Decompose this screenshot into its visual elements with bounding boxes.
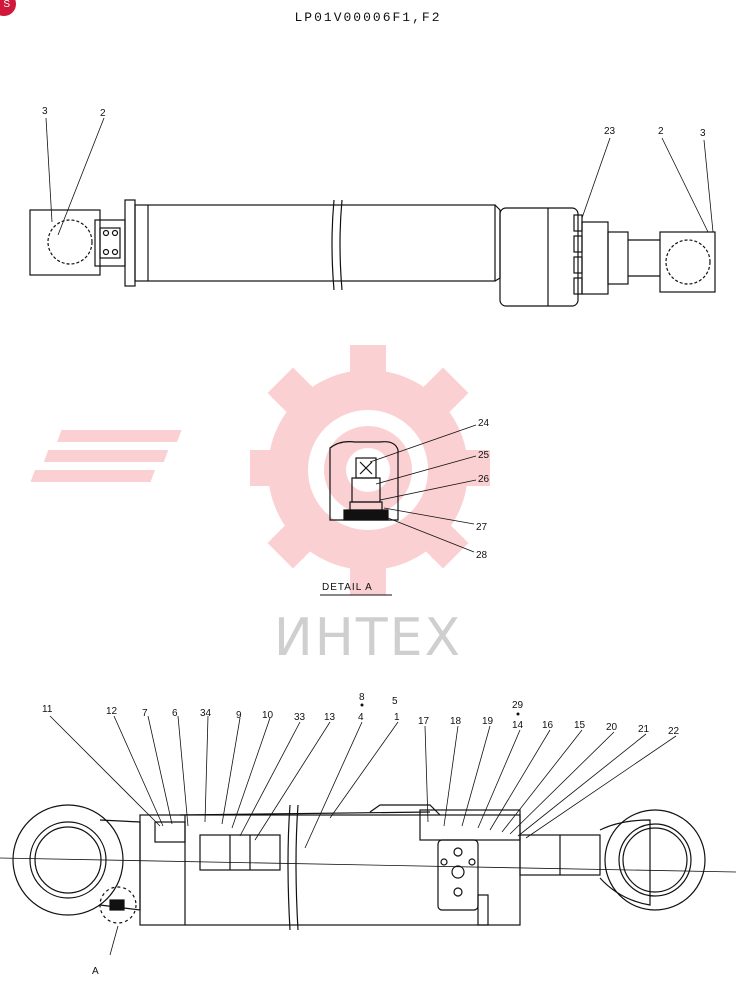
callout-label: 7 bbox=[142, 708, 148, 719]
callout-label: 26 bbox=[478, 474, 490, 485]
callout-label: 4 bbox=[358, 712, 364, 723]
section-view-leaders bbox=[49, 715, 677, 956]
callout-label: 28 bbox=[476, 550, 488, 561]
watermark-gear-logo bbox=[30, 345, 490, 595]
callout-label: 34 bbox=[200, 708, 212, 719]
top-view-leaders bbox=[45, 117, 714, 236]
callout-label: 20 bbox=[606, 722, 618, 733]
callout-label: 19 bbox=[482, 716, 494, 727]
view-marker-a: A bbox=[92, 966, 99, 977]
callout-label: 3 bbox=[700, 128, 706, 139]
callout-label: 11 bbox=[42, 704, 53, 715]
callout-label: 17 bbox=[418, 716, 430, 727]
watermark-text: ИНТЕХ bbox=[274, 608, 462, 668]
callout-label: 29 bbox=[512, 700, 524, 711]
callout-label: 10 bbox=[262, 710, 274, 721]
section-view-cylinder bbox=[0, 804, 736, 931]
callout-label: 2 bbox=[658, 126, 664, 137]
detail-a-drawing bbox=[329, 441, 399, 521]
callout-label: 1 bbox=[394, 712, 400, 723]
top-view-cylinder bbox=[29, 199, 716, 307]
callout-label: 25 bbox=[478, 450, 490, 461]
callout-label: 14 bbox=[512, 720, 524, 731]
detail-a-leaders bbox=[369, 424, 477, 553]
callout-label: 21 bbox=[638, 724, 650, 735]
callout-label: 8 bbox=[359, 692, 365, 703]
callout-label: 3 bbox=[42, 106, 48, 117]
callout-label: 16 bbox=[542, 720, 554, 731]
callout-label: 23 bbox=[604, 126, 616, 137]
callout-label: 5 bbox=[392, 696, 398, 707]
callout-label: 2 bbox=[100, 108, 106, 119]
callout-label: 24 bbox=[478, 418, 490, 429]
callout-label: 18 bbox=[450, 716, 462, 727]
callout-label: 22 bbox=[668, 726, 680, 737]
callout-label: 13 bbox=[324, 712, 336, 723]
callout-label: 15 bbox=[574, 720, 586, 731]
callout-label: 33 bbox=[294, 712, 306, 723]
callout-label: 6 bbox=[172, 708, 178, 719]
corner-badge: S bbox=[0, 0, 16, 16]
page-title: LP01V00006F1,F2 bbox=[294, 10, 442, 25]
callout-label: 27 bbox=[476, 522, 488, 533]
callout-label: 9 bbox=[236, 710, 242, 721]
detail-title: DETAIL A bbox=[322, 582, 373, 593]
callout-label: 12 bbox=[106, 706, 118, 717]
